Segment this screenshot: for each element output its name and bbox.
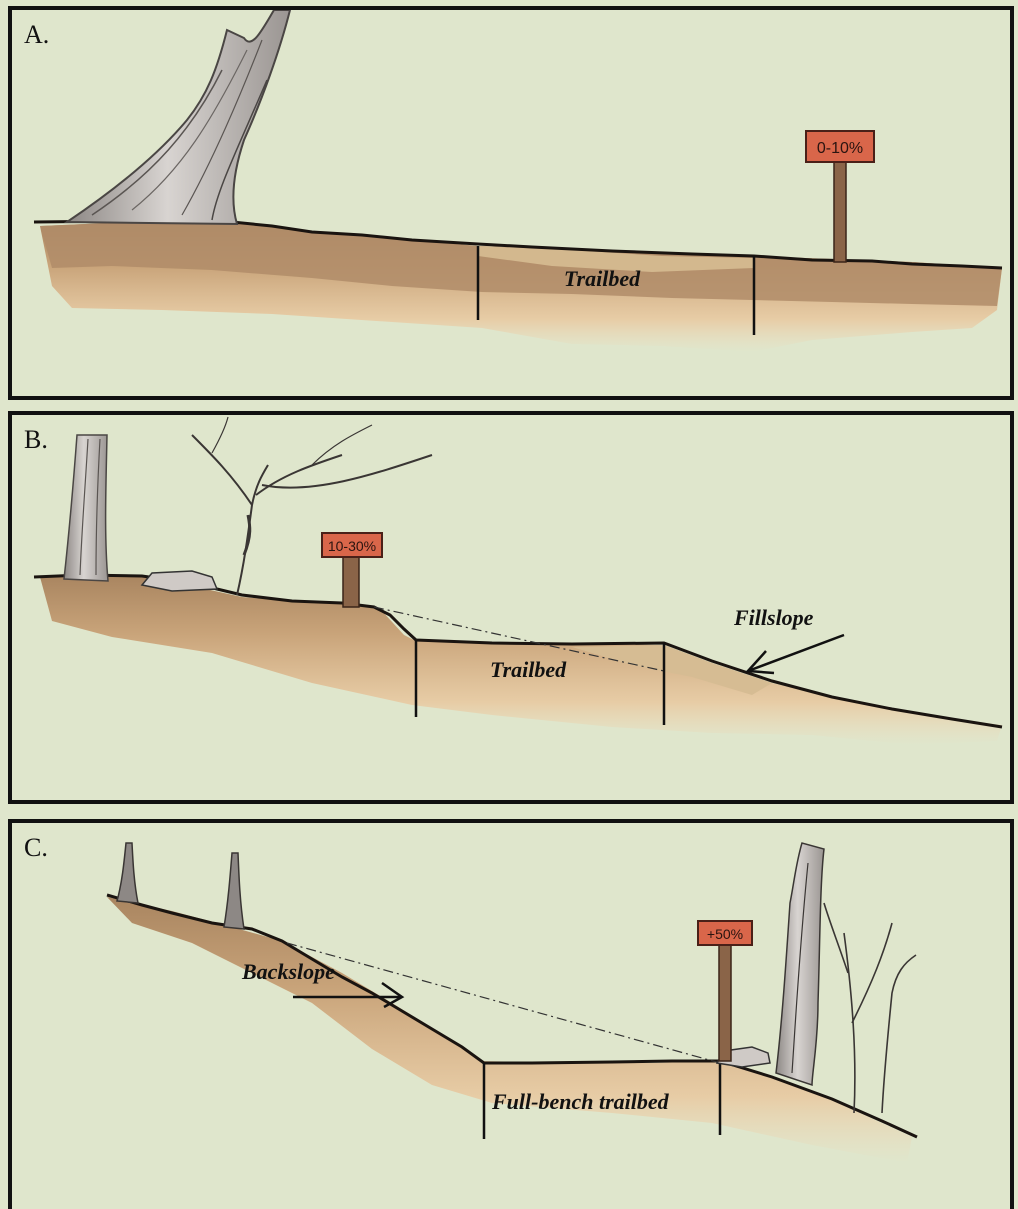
panel-c: C. +50% (8, 819, 1014, 1209)
grade-sign: +50% (698, 921, 752, 1061)
diagram-b: 10-30% Fillslope Trailbed (12, 415, 1012, 804)
tree-trunk (776, 843, 824, 1085)
fillslope-arrow (748, 635, 844, 673)
sign-label: +50% (707, 926, 743, 942)
bare-tree (192, 417, 432, 595)
panel-a: A. 0-10% Trailbed (8, 6, 1014, 400)
panel-b: B. (8, 411, 1014, 804)
diagram-a: 0-10% Trailbed (12, 10, 1012, 400)
trailbed-label: Trailbed (564, 266, 641, 291)
trailbed-label: Trailbed (490, 657, 567, 682)
full-bench-label: Full-bench trailbed (491, 1089, 670, 1114)
diagram-c: +50% Backslope Full-bench trailbed (12, 823, 1012, 1209)
rock (142, 571, 217, 591)
grade-sign: 10-30% (322, 533, 382, 607)
grade-sign: 0-10% (806, 131, 874, 262)
sign-label: 10-30% (328, 538, 376, 554)
leaning-tree-trunk (67, 10, 290, 224)
sign-label: 0-10% (817, 140, 863, 157)
backslope-label: Backslope (241, 959, 335, 984)
bare-tree (824, 903, 916, 1113)
tree-trunk (64, 435, 108, 581)
fillslope-label: Fillslope (733, 605, 814, 630)
